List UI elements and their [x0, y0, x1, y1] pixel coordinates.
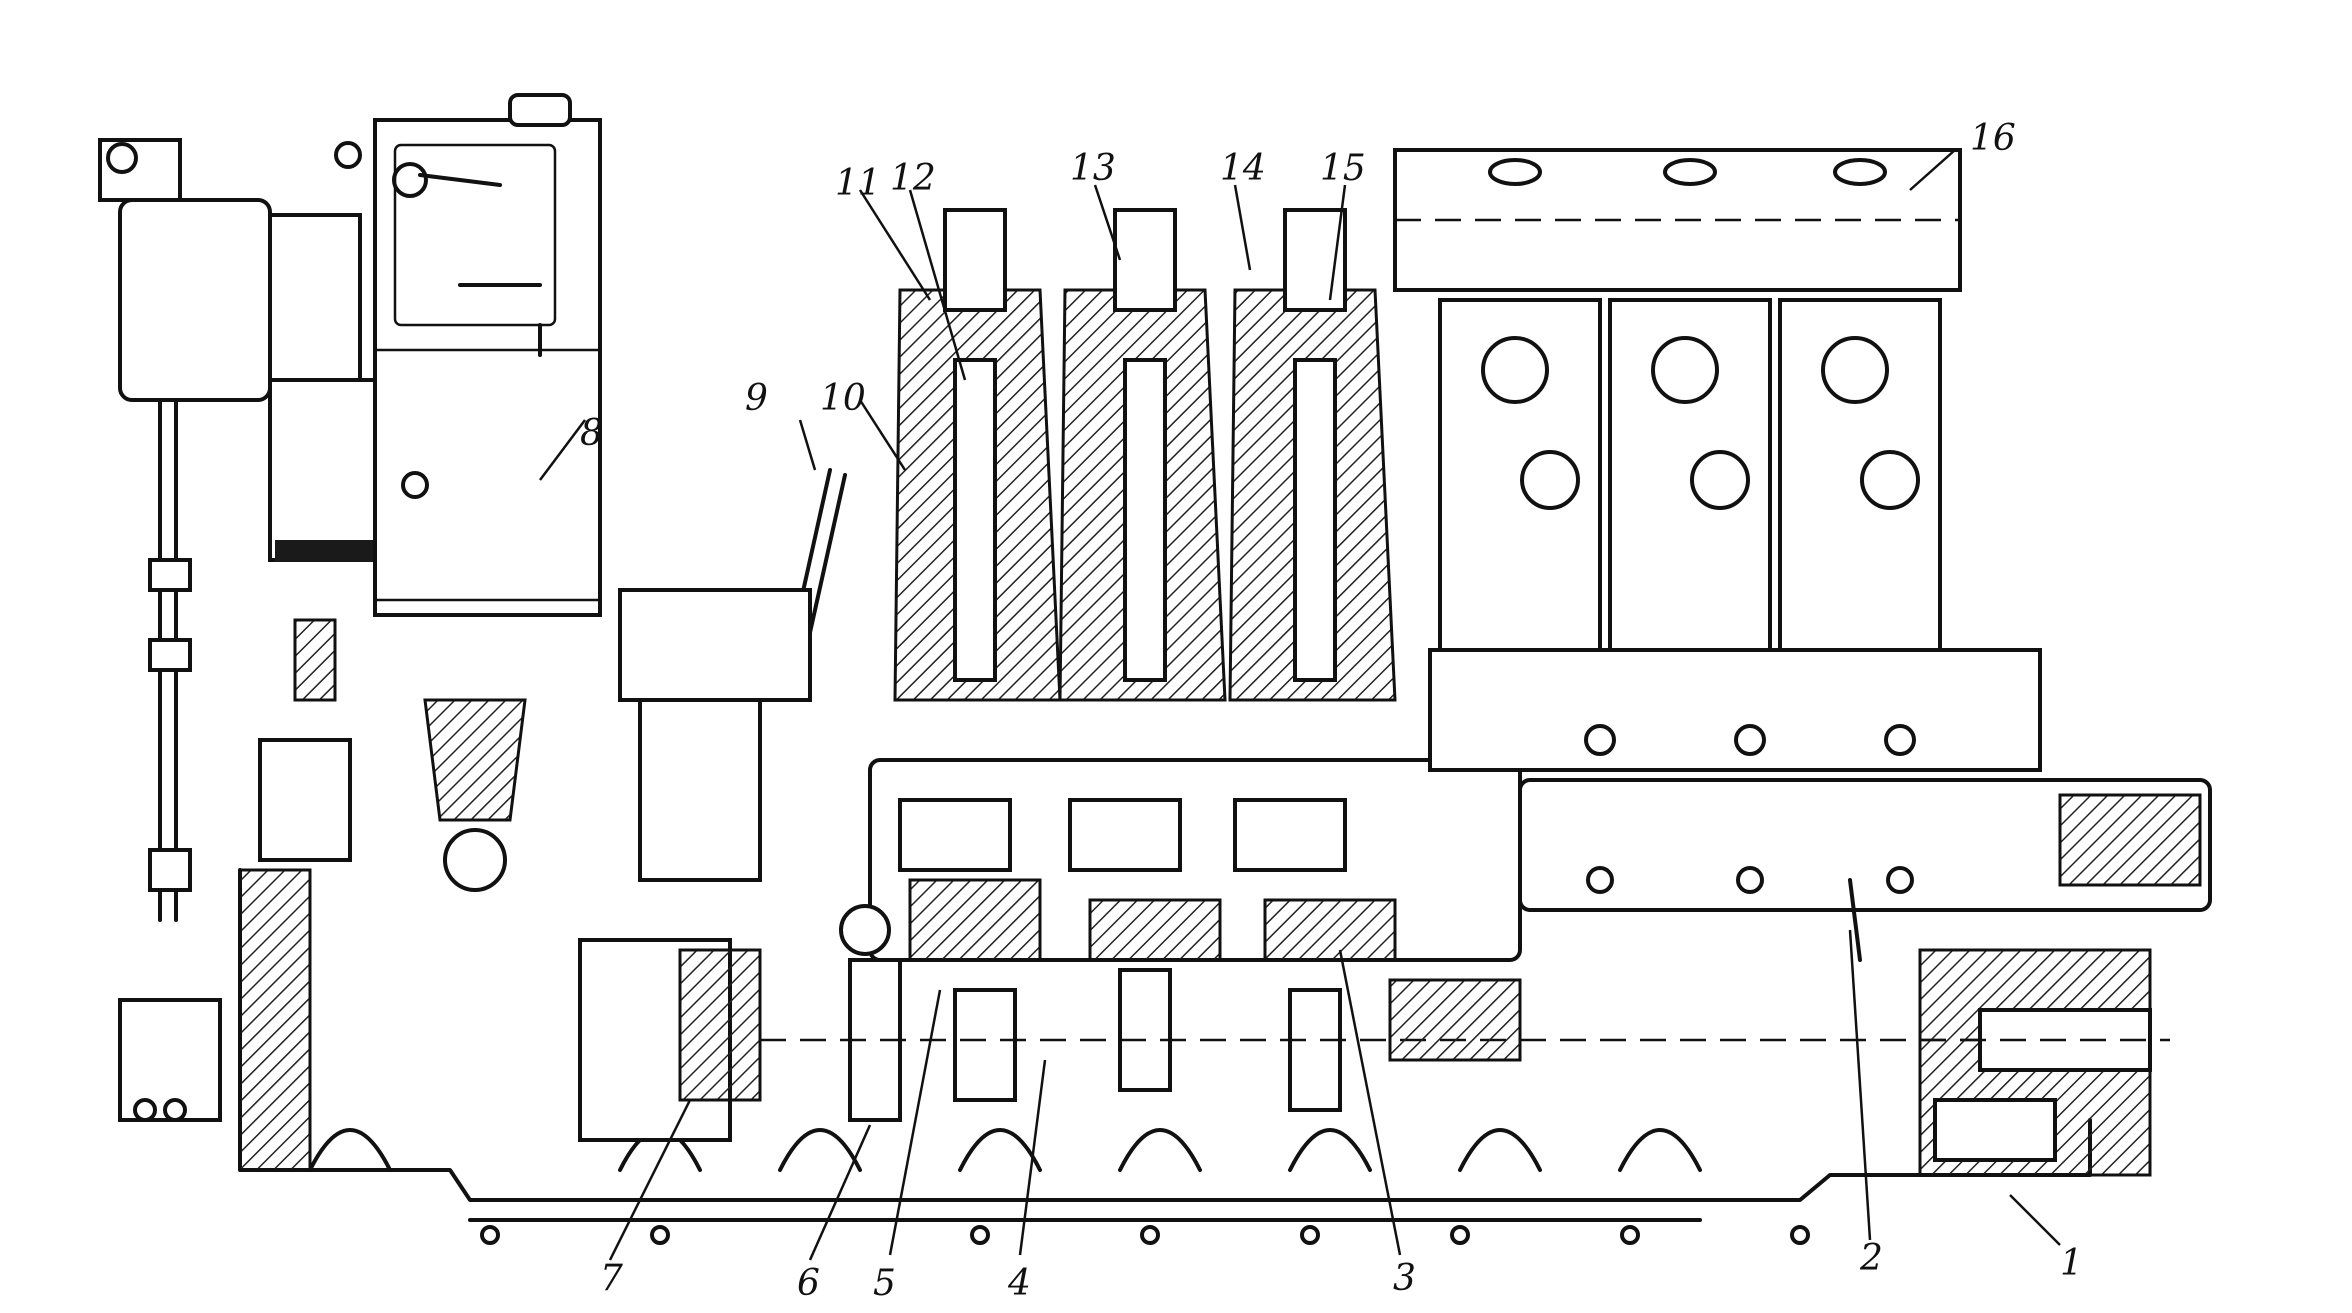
motor-assembly — [98, 138, 382, 1122]
label-7: 7 — [600, 1258, 623, 1299]
leader-lines — [539, 149, 2061, 1261]
label-13: 13 — [1070, 148, 1116, 189]
label-14: 14 — [1220, 148, 1266, 189]
label-4: 4 — [1007, 1263, 1031, 1304]
camshaft-section — [760, 758, 2160, 1122]
label-3: 3 — [1393, 1258, 1416, 1299]
label-9: 9 — [745, 378, 768, 419]
label-2: 2 — [1859, 1238, 1883, 1279]
crankcase-base — [238, 868, 2092, 1245]
label-11: 11 — [835, 163, 881, 204]
label-6: 6 — [797, 1263, 820, 1304]
pump-elements — [893, 208, 1397, 702]
label-15: 15 — [1320, 148, 1366, 189]
control-lever-9 — [578, 468, 847, 1142]
label-1: 1 — [2060, 1243, 2083, 1284]
end-housing-1 — [1918, 948, 2170, 1177]
label-10: 10 — [820, 378, 866, 419]
label-16: 16 — [1970, 118, 2016, 159]
label-8: 8 — [580, 413, 603, 454]
valve-block-16 — [1393, 148, 2212, 962]
housing-8 — [373, 93, 602, 892]
part-labels: 1 2 3 4 5 6 7 8 9 10 11 12 13 14 15 16 — [580, 118, 2083, 1304]
label-12: 12 — [890, 158, 936, 199]
label-5: 5 — [873, 1263, 896, 1304]
